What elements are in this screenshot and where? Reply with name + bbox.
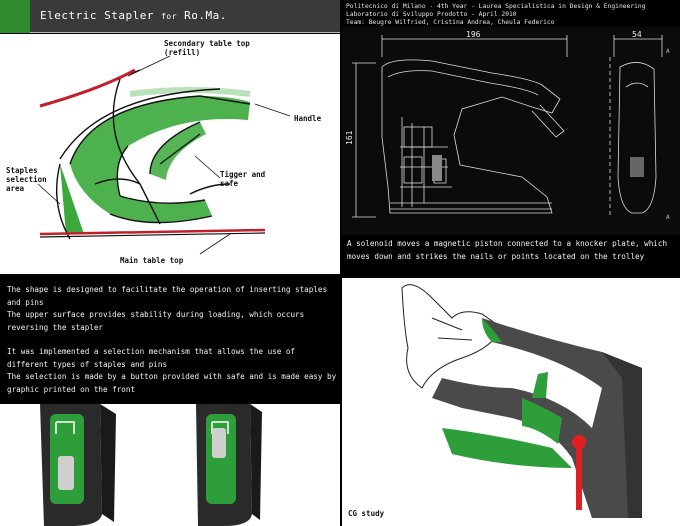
cg-green-trigger: [522, 398, 562, 444]
cg-green-arm: [532, 372, 548, 398]
front-view-button: [630, 157, 644, 177]
sketch-base-stroke: [39, 232, 266, 238]
title-accent-block: [0, 0, 30, 33]
credits-line-3: Team: Beugre Wilfried, Cristina Andrea, …: [346, 18, 555, 26]
sketch-panel: Secondary table top (refill) Handle Tigg…: [0, 34, 340, 274]
cg-green-base: [442, 428, 572, 468]
sketch-staples-green: [60, 164, 84, 234]
stapler-renders: [40, 404, 262, 526]
description-panel: [0, 276, 340, 404]
sketch-body-green: [70, 96, 250, 223]
label-main-table-top: Main table top: [120, 256, 184, 265]
label-trigger-safe: Tigger and safe: [220, 170, 266, 188]
title-client: Ro.Ma.: [184, 9, 227, 22]
cg-study-panel: [342, 278, 680, 526]
stapler-sketch: [37, 55, 291, 255]
credits-line-1: Politecnico di Milano - 4th Year - Laure…: [346, 3, 646, 10]
dim-depth-value: 54: [632, 30, 642, 39]
render-left-selector-button: [58, 456, 74, 490]
cg-study-render: [401, 284, 642, 518]
dim-height-value: 161: [345, 130, 354, 145]
sketch-red-base-line: [39, 228, 266, 236]
render-right-side: [250, 404, 262, 520]
side-view-outline: [381, 59, 561, 214]
render-left-side: [100, 404, 116, 522]
description-paragraph-1: The shape is designed to facilitate the …: [7, 285, 328, 332]
section-a-bottom: A: [666, 214, 670, 221]
technical-drawing-panel: 196 54 161 A A: [342, 27, 680, 235]
side-view-spring: [432, 155, 442, 181]
label-staples-selection: Staples selection area: [6, 166, 47, 193]
credits-line-2: Laboratorio di Sviluppo Prodotto - April…: [346, 10, 517, 18]
render-panel: [0, 404, 340, 526]
dim-width-value: 196: [466, 30, 481, 39]
title-bar: [0, 0, 340, 33]
render-right-selector-button: [212, 428, 226, 458]
sketch-handle-faded: [129, 87, 251, 97]
cg-marker-point: [572, 435, 586, 449]
cg-green-handle-tip: [482, 318, 502, 342]
title-main: Electric Stapler: [40, 9, 154, 22]
title-for: for: [161, 12, 178, 21]
render-left-graphic: [55, 421, 75, 434]
vertical-divider: [340, 0, 342, 526]
hand-sketch: [401, 284, 503, 389]
sketch-strokes: [55, 69, 251, 240]
page-title: Electric Stapler for Ro.Ma.: [40, 9, 227, 22]
render-right-green-panel: [206, 414, 236, 504]
label-handle: Handle: [294, 114, 322, 123]
sketch-leaders: [37, 55, 291, 255]
solenoid-caption: A solenoid moves a magnetic piston conne…: [347, 239, 668, 261]
front-view-outline: [617, 62, 657, 214]
sketch-red-top-line: [39, 68, 136, 108]
label-secondary-table-top: Secondary table top (refill): [164, 39, 250, 57]
section-a-top: A: [666, 48, 670, 55]
description-paragraph-2: It was implemented a selection mechanism…: [7, 347, 337, 394]
cg-marker-rod: [576, 442, 582, 510]
technical-drawing: 196 54 161 A A: [345, 30, 670, 221]
cg-study-label: CG study: [348, 509, 385, 518]
credits-block: Politecnico di Milano - 4th Year - Laure…: [346, 3, 646, 26]
cg-stapler-side: [602, 352, 642, 518]
